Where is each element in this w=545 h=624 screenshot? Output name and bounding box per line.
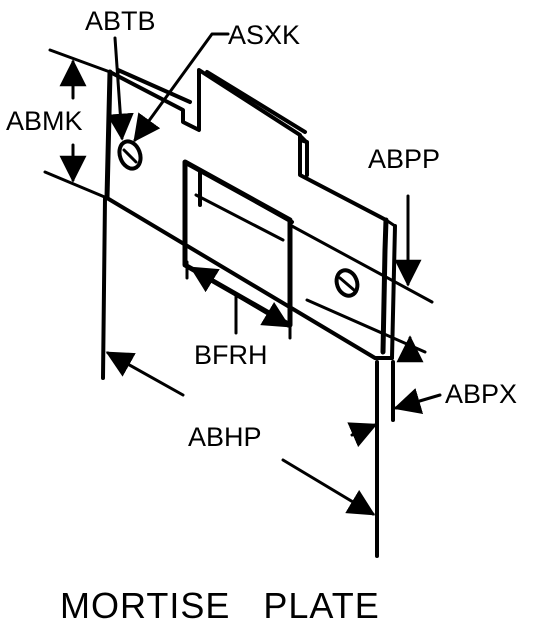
- plate-edge-thickness: [298, 133, 397, 228]
- label-bfrh: BFRH: [194, 340, 268, 370]
- label-abmk: ABMK: [6, 106, 83, 136]
- diagram-caption: MORTISE PLATE: [60, 585, 380, 624]
- screw-hole-bottom: [334, 268, 360, 298]
- label-abpp: ABPP: [368, 144, 440, 174]
- label-abpx: ABPX: [445, 379, 517, 409]
- abpp-dimension: [394, 194, 424, 363]
- label-abtb: ABTB: [85, 6, 156, 36]
- abhp-dimension: [105, 351, 376, 516]
- screw-hole-top: [117, 139, 143, 171]
- label-abhp: ABHP: [188, 422, 262, 452]
- label-asxk: ASXK: [228, 20, 300, 50]
- plate-outline: [104, 68, 397, 360]
- leader-lines: [106, 32, 230, 143]
- bfrh-dimension: [189, 266, 291, 335]
- extension-lines: [43, 48, 434, 558]
- abpx-dimension: [347, 388, 442, 448]
